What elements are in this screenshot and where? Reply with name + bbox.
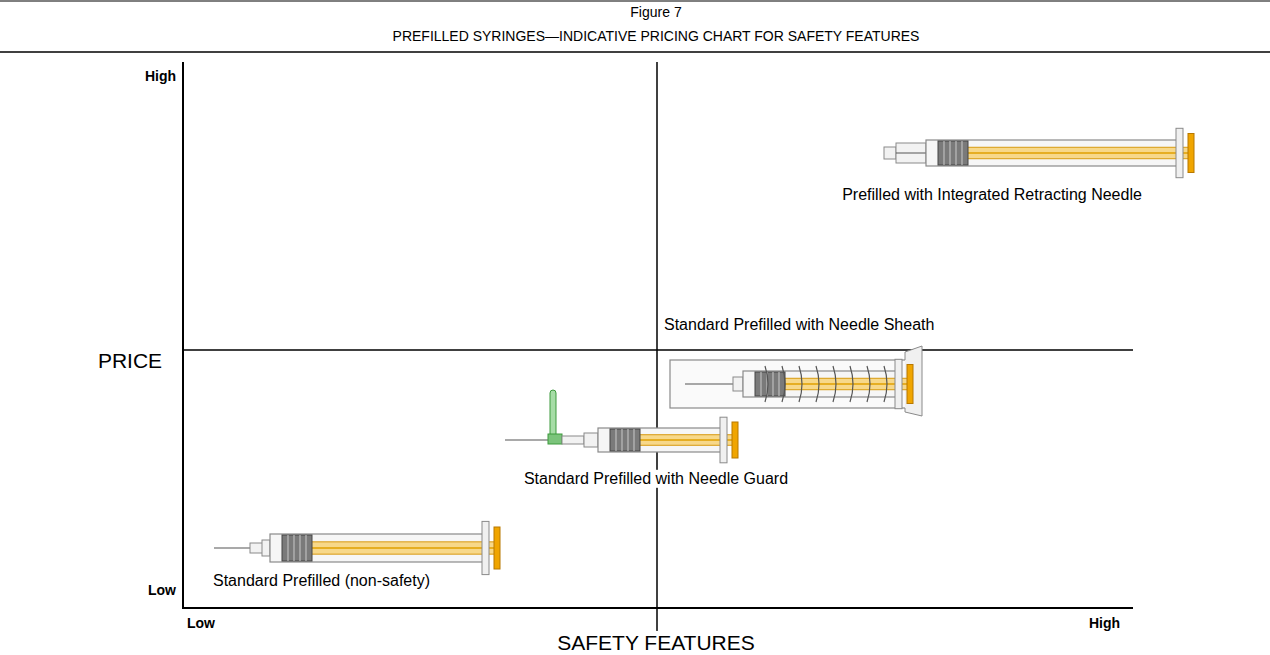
axis-end-label: Low — [146, 582, 178, 598]
axis-end-label: High — [143, 68, 178, 84]
item-label: Standard Prefilled (non-safety) — [211, 572, 432, 590]
item-label: Standard Prefilled with Needle Guard — [522, 470, 790, 488]
y-axis — [182, 62, 184, 609]
axis-title: PRICE — [96, 349, 164, 373]
non-safety-syringe — [214, 521, 500, 574]
axis-end-label: Low — [185, 615, 217, 631]
retracting-needle-syringe — [884, 128, 1194, 177]
chart-title: PREFILLED SYRINGES—INDICATIVE PRICING CH… — [391, 28, 922, 44]
title-rule — [0, 51, 1270, 53]
top-rule — [0, 1, 1270, 2]
axis-title: SAFETY FEATURES — [555, 631, 757, 655]
quadrant-divider-horizontal — [183, 349, 1133, 351]
axis-end-label: High — [1087, 615, 1122, 631]
figure-number: Figure 7 — [628, 4, 683, 20]
quadrant-divider-vertical — [656, 62, 658, 636]
item-label: Standard Prefilled with Needle Sheath — [662, 316, 936, 334]
item-label: Prefilled with Integrated Retracting Nee… — [840, 186, 1144, 204]
needle-sheath-syringe — [670, 346, 922, 416]
